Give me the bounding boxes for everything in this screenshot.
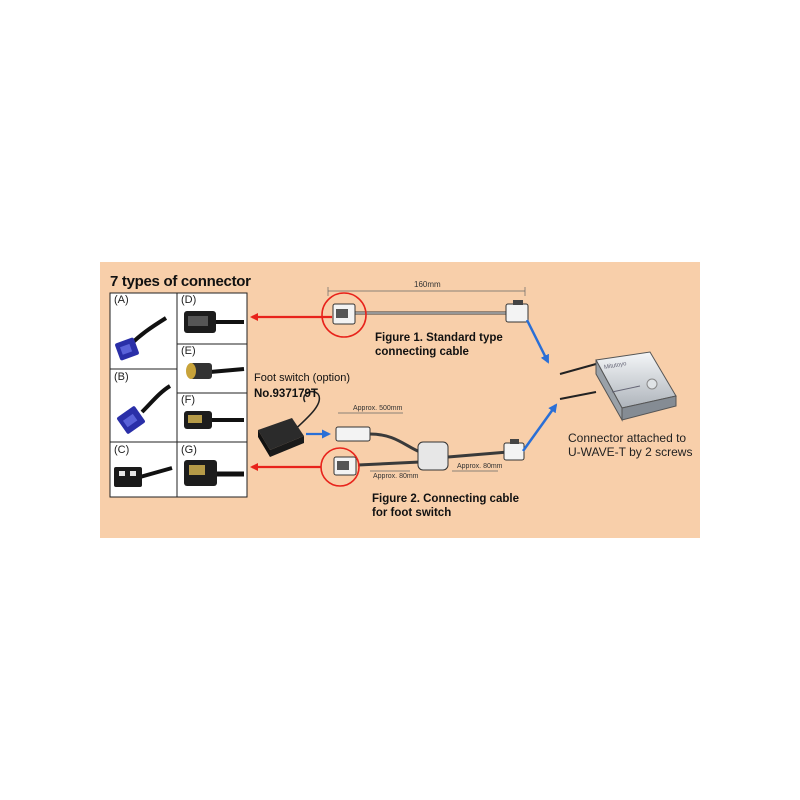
connector-A-image <box>115 316 168 361</box>
figure2-to-device-arrow <box>521 403 558 452</box>
figure1-highlight-circle <box>321 292 367 338</box>
connector-C-label: (C) <box>114 444 130 456</box>
connector-F-image <box>184 411 244 429</box>
connector-note: Connector attached to U-WAVE-T by 2 scre… <box>568 431 693 459</box>
connector-F-label: (F) <box>181 394 196 406</box>
foot-switch-model: No.937179T <box>254 388 318 400</box>
connector-E-image <box>186 363 245 379</box>
figure1-cable <box>327 287 529 325</box>
figure2-length-upper: Approx. 500mm <box>353 405 403 412</box>
connector-C-image <box>114 466 173 487</box>
connector-D-image <box>184 311 244 333</box>
figure2-caption: Figure 2. Connecting cable for foot swit… <box>372 492 519 520</box>
connector-B-image <box>117 384 172 434</box>
figure1-length-label: 160mm <box>414 280 441 289</box>
foot-switch-label: Foot switch (option) <box>254 372 350 384</box>
connector-B-label: (B) <box>114 371 129 383</box>
figure1-caption-line2: connecting cable <box>375 346 469 358</box>
page-title: 7 types of connector <box>110 273 251 290</box>
figure2-cable <box>333 412 525 476</box>
figure1-caption: Figure 1. Standard type connecting cable <box>375 331 503 359</box>
figure1-caption-line1: Figure 1. Standard type <box>375 332 503 344</box>
figure1-to-device-arrow <box>525 319 550 364</box>
u-wave-t-device <box>559 351 677 422</box>
connector-G-label: (G) <box>181 444 197 456</box>
figure2-caption-line1: Figure 2. Connecting cable <box>372 493 519 505</box>
connector-G-image <box>184 460 244 486</box>
connector-E-label: (E) <box>181 345 196 357</box>
figure2-caption-line2: for foot switch <box>372 507 452 519</box>
connector-D-label: (D) <box>181 294 197 306</box>
cell-B <box>109 368 178 443</box>
foot-switch-image <box>258 390 321 457</box>
figure2-length-lower: Approx. 80mm <box>373 473 419 480</box>
figure2-length-right: Approx. 80mm <box>457 463 503 470</box>
connector-A-label: (A) <box>114 294 129 306</box>
